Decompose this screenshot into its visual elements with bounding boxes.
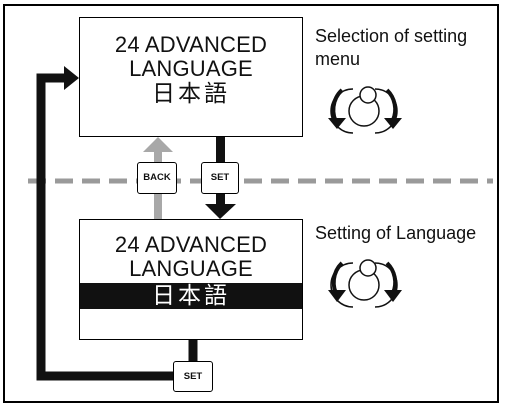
screen-line-menu-number: 24 ADVANCED <box>114 32 268 57</box>
set-button[interactable]: SET <box>201 162 239 194</box>
screen-line-menu-name: LANGUAGE <box>129 256 253 281</box>
set-button-confirm[interactable]: SET <box>173 361 213 392</box>
display-screen-menu-selection: 24 ADVANCED LANGUAGE 日本語 <box>79 17 303 137</box>
screen-language-value-highlighted: 日本語 <box>80 283 302 309</box>
return-loop-arrowhead <box>64 66 79 90</box>
screen-line-menu-name: LANGUAGE <box>129 56 253 81</box>
caption-menu-selection: Selection of setting menu <box>315 26 468 69</box>
diagram-frame <box>3 4 499 403</box>
set-arrow-head <box>205 204 236 219</box>
screen-line-menu-number: 24 ADVANCED <box>114 232 268 257</box>
dial-icon-top <box>328 86 402 134</box>
dial-icon-bottom <box>328 259 402 308</box>
screen-language-value: 日本語 <box>152 81 230 107</box>
caption-language-setting: Setting of Language <box>315 223 477 243</box>
back-arrow-head <box>143 137 173 152</box>
back-button[interactable]: BACK <box>137 162 177 194</box>
display-screen-language-setting: 24 ADVANCED LANGUAGE 日本語 <box>79 219 303 340</box>
